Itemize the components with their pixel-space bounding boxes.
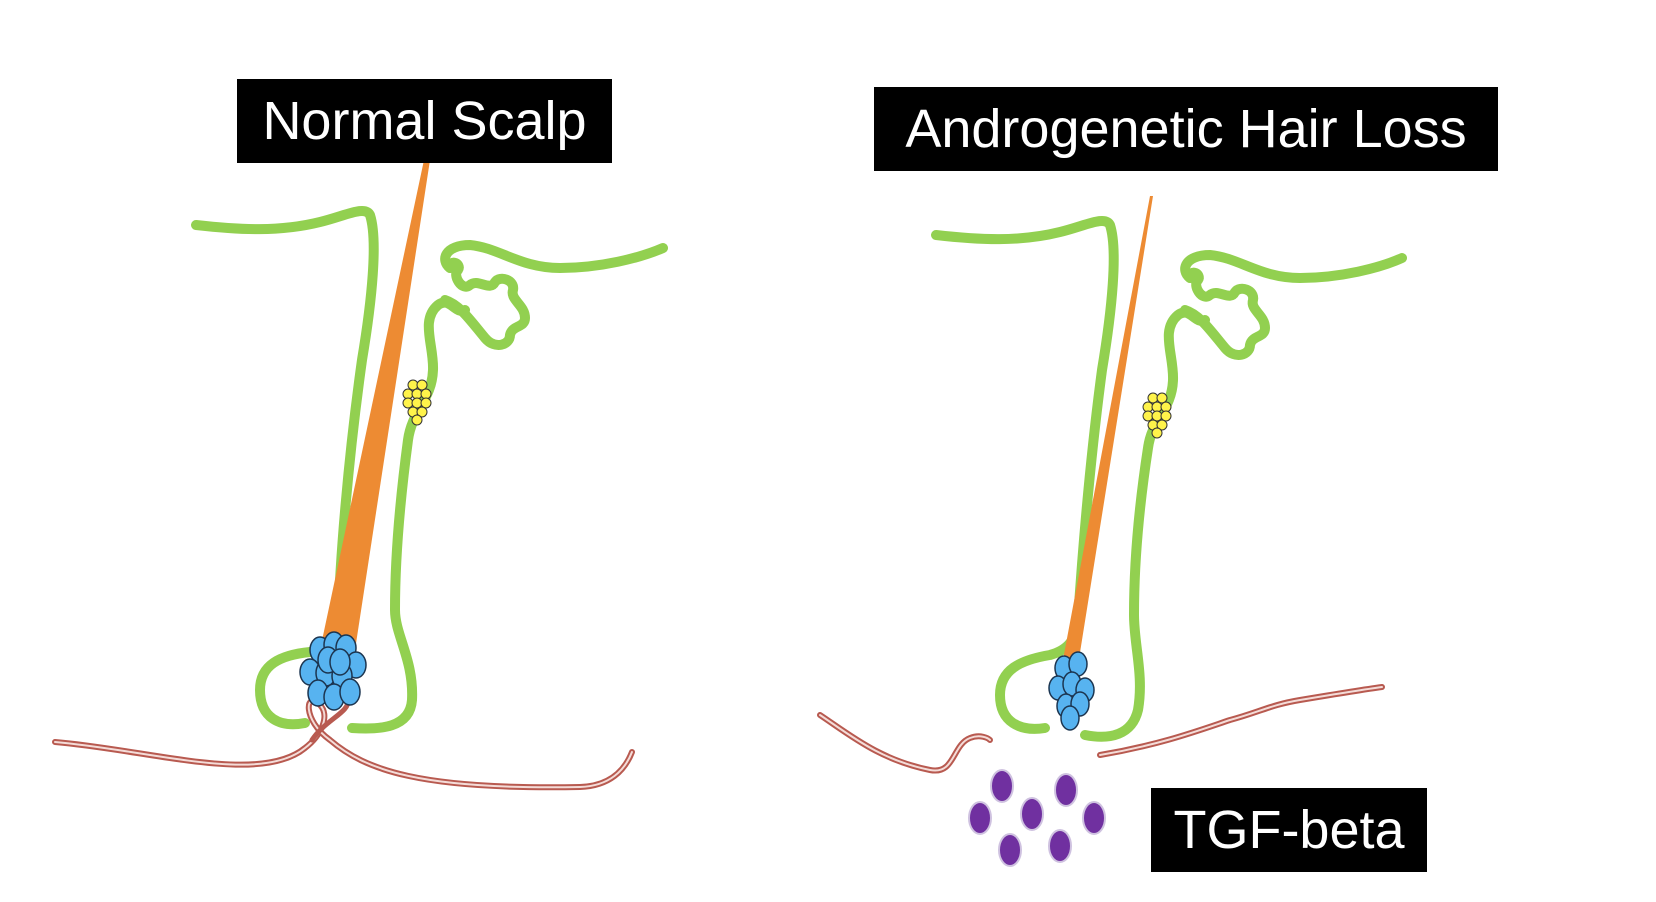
aga-bulge-cells — [1142, 392, 1172, 439]
normal-bulge-cells — [402, 379, 432, 426]
normal-scalp-title: Normal Scalp — [237, 79, 612, 163]
normal-blood-vessels — [52, 690, 635, 791]
aga-sebaceous-duct — [1180, 267, 1270, 360]
aga-blood-vessels — [817, 684, 1385, 774]
normal-follicle-left-wall — [191, 206, 379, 730]
normal-scalp-panel — [52, 160, 668, 791]
aga-dermal-papilla — [1048, 651, 1095, 731]
aga-hair-shaft — [1062, 196, 1153, 665]
aga-follicle-right-wall — [1080, 307, 1210, 742]
aga-follicle-left-wall — [931, 216, 1119, 734]
tgf-beta-particle — [968, 801, 992, 835]
aga-vessel-right-inner — [1099, 686, 1383, 756]
tgf-beta-particles — [968, 769, 1106, 867]
aga-vessel-left-inner — [819, 714, 991, 772]
tgf-beta-particle — [1082, 801, 1106, 835]
normal-follicle-right-wall — [347, 297, 470, 734]
aga-epidermis-right — [1180, 250, 1407, 283]
tgf-beta-particle — [990, 769, 1014, 803]
normal-vessel-left-inner — [54, 699, 633, 789]
tgf-beta-label: TGF-beta — [1151, 788, 1427, 872]
androgenetic-panel — [817, 196, 1407, 867]
normal-vessel-left — [52, 697, 635, 791]
tgf-beta-particle — [1054, 773, 1078, 807]
normal-epidermis-right — [440, 240, 668, 273]
tgf-beta-particle — [998, 833, 1022, 867]
normal-sebaceous-duct — [440, 257, 530, 350]
normal-dermal-papilla — [299, 631, 367, 711]
tgf-beta-particle — [1048, 829, 1072, 863]
normal-hair-shaft — [320, 160, 430, 650]
androgenetic-hair-loss-title: Androgenetic Hair Loss — [874, 87, 1498, 171]
tgf-beta-particle — [1020, 797, 1044, 831]
aga-vessel-left — [817, 712, 993, 774]
